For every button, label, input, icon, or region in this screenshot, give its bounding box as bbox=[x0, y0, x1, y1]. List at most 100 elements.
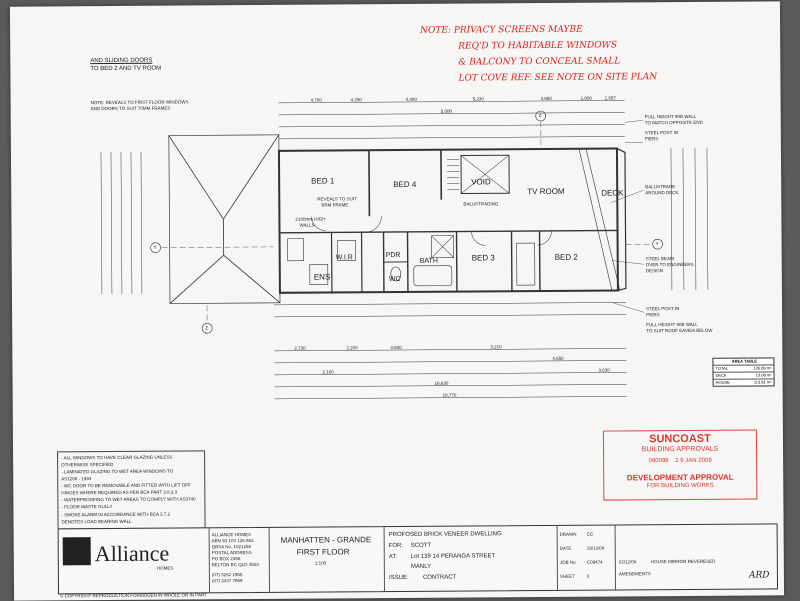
amendments-label: AMENDMENTS bbox=[619, 571, 651, 576]
right-annotation: STEEL POST IN bbox=[645, 130, 678, 135]
at-value: Lot 139 14 PERANGA STREET bbox=[411, 553, 495, 560]
dimension-label: 4,700 bbox=[311, 98, 322, 103]
initials: ARD bbox=[749, 570, 770, 580]
right-annotation: STEEL POST IN bbox=[646, 306, 679, 311]
sheet-scale: 1:100 bbox=[315, 561, 326, 566]
at-value-suburb: MANLY bbox=[411, 564, 431, 570]
approval-stamp: SUNCOAST BUILDING APPROVALS 090099 2 9 J… bbox=[603, 429, 757, 500]
drawing-sheet: NOTE: PRIVACY SCREENS MAYBE REQ'D TO HAB… bbox=[10, 1, 784, 600]
grid-marker-z-top: Z bbox=[539, 113, 542, 118]
grid-marker-y-left: Y bbox=[154, 245, 157, 250]
at-label: AT: bbox=[389, 554, 397, 560]
dimension-label: 2,100 bbox=[322, 369, 333, 374]
walls-label-2: WALLS bbox=[299, 223, 314, 228]
grid-marker-z-bottom: Z bbox=[205, 325, 208, 330]
right-annotation: PIERS bbox=[645, 136, 659, 141]
area-value: 13.08 m² bbox=[756, 372, 774, 377]
dimension-total: 18,770 bbox=[443, 393, 457, 398]
balustrading-label: BALUSTRADING bbox=[463, 201, 498, 206]
note-line: - ALL WINDOWS TO HAVE CLEAR GLAZING UNLE… bbox=[61, 455, 172, 461]
note-line: DENOTES LOAD BEARING WALL bbox=[62, 519, 132, 524]
stamp-number-date: 090099 2 9 JAN 2009 bbox=[604, 457, 756, 464]
meta-value: C09474 bbox=[587, 560, 603, 565]
right-annotation: AROUND DECK bbox=[645, 190, 678, 195]
for-value: SCOTT bbox=[411, 543, 431, 549]
company-line: BELTON BC QLD 4503 bbox=[212, 562, 259, 567]
note-line: - SMOKE ALARM IN ACCORDANCE WITH BCA 3.7… bbox=[61, 512, 170, 518]
logo-text: Alliance bbox=[95, 541, 170, 568]
issue-value: CONTRACT bbox=[423, 575, 456, 581]
revision-note: HOUSE MIRROR REVERESED bbox=[651, 559, 716, 564]
room-wc: WC bbox=[389, 276, 401, 283]
room-deck: DECK bbox=[601, 188, 623, 197]
dimension-label: 4,400 bbox=[406, 97, 417, 102]
stamp-date: 2 9 JAN 2009 bbox=[675, 458, 711, 464]
dimension-label: 3,630 bbox=[598, 368, 609, 373]
dimension-label: 3,600 bbox=[390, 345, 401, 350]
stamp-line-4: FOR BUILDING WORKS bbox=[604, 482, 756, 489]
reveals-label-1: REVEALS TO SUIT bbox=[317, 196, 357, 201]
revision-date: 02/12/08 bbox=[619, 559, 637, 564]
meta-label: SHEET bbox=[560, 574, 575, 579]
sheet-name: FIRST FLOOR bbox=[297, 547, 350, 556]
note-line: OTHERWISE SPECIFIED bbox=[61, 462, 113, 467]
note-line: - FLOOR WASTE GULLY bbox=[61, 504, 112, 509]
grid-marker-y-right: Y bbox=[656, 241, 659, 246]
stamp-number: 090099 bbox=[649, 458, 669, 464]
dimension-label: 5,000 bbox=[441, 109, 452, 114]
note-line: - WATERPROOFING TO WET AREAS TO COMPLY W… bbox=[61, 496, 195, 502]
note-line: AS1288 - 1994 bbox=[61, 476, 91, 481]
area-value: 126.89 m² bbox=[753, 365, 773, 370]
area-label: DECK bbox=[716, 373, 727, 378]
issue-label: ISSUE: bbox=[389, 575, 409, 581]
room-void: VOID bbox=[471, 177, 491, 186]
dimension-label: 2,730 bbox=[294, 346, 305, 351]
proposal-title: PROFOSED BRICK VENEER DWELLING bbox=[389, 531, 502, 538]
room-bed-1: BED 1 bbox=[311, 176, 334, 185]
company-line: PO BOX 2366 bbox=[212, 556, 241, 561]
right-annotation: TO MATCH OPPOSITE END bbox=[645, 120, 703, 125]
right-annotation: TO SUIT ROOF EAVE/A BELOW bbox=[646, 328, 712, 333]
dimension-label: 4,650 bbox=[552, 356, 563, 361]
area-label: TOTAL bbox=[715, 366, 728, 371]
stamp-line-2: BUILDING APPROVALS bbox=[604, 445, 756, 453]
room-bed-2: BED 2 bbox=[555, 253, 578, 262]
right-annotation: FULL HEIGHT 90B WALL bbox=[646, 322, 698, 327]
room-bath: BATH bbox=[420, 258, 438, 265]
phone-line: (07) 3262 1955 bbox=[212, 572, 243, 577]
walls-label-1: 2100mm HIGH bbox=[295, 216, 325, 221]
meta-value: CC bbox=[587, 532, 594, 537]
area-table: AREA TABLE TOTAL 126.89 m² DECK 13.08 m²… bbox=[712, 357, 774, 386]
right-annotation: FULL HEIGHT 90B WALL bbox=[645, 114, 697, 119]
dimension-total: 16,630 bbox=[435, 381, 449, 386]
meta-value: 3 bbox=[587, 574, 590, 579]
area-table-row: HOUSE 113.81 m² bbox=[714, 378, 774, 385]
company-line: POSTAL ADDRESS bbox=[212, 550, 252, 555]
stamp-line-3: DEVELOPMENT APPROVAL bbox=[604, 472, 756, 482]
dimension-label: 1,657 bbox=[605, 95, 616, 100]
project-name: MANHATTEN - GRANDE bbox=[281, 535, 372, 545]
copyright: © COPYRIGHT REPRODUCTION FORBIDDEN IN WH… bbox=[60, 592, 207, 598]
reveals-label-2: BRM FRAME bbox=[321, 202, 348, 207]
dimension-label: 4,650 bbox=[541, 96, 552, 101]
room-ens: ENS bbox=[314, 272, 331, 281]
note-line: HINGES WHERE REQUIRED AS PER BCA PART 3.… bbox=[61, 490, 177, 496]
company-line: ABN 93 103 126 862 bbox=[212, 538, 254, 543]
meta-value: 19/12/08 bbox=[587, 546, 605, 551]
meta-label: DRAWN bbox=[560, 532, 577, 537]
area-label: HOUSE bbox=[716, 380, 730, 385]
company-line: ALLIANCE HOMES bbox=[212, 532, 252, 537]
dimension-label: 4,250 bbox=[351, 97, 362, 102]
general-notes: - ALL WINDOWS TO HAVE CLEAR GLAZING UNLE… bbox=[57, 450, 206, 529]
dimension-label: 1,600 bbox=[581, 96, 592, 101]
alliance-logo-icon bbox=[63, 537, 91, 565]
title-block: Alliance HOMES ALLIANCE HOMES ABN 93 103… bbox=[58, 523, 778, 594]
note-line: - LAMINATED GLAZING TO WET AREA WINDOWS … bbox=[61, 469, 173, 475]
room-pdr: PDR bbox=[386, 252, 401, 259]
meta-label: JOB No bbox=[560, 560, 576, 565]
logo-subtext: HOMES bbox=[157, 566, 174, 571]
meta-label: DATE bbox=[560, 546, 572, 551]
room-bed-4: BED 4 bbox=[393, 180, 416, 189]
right-annotation: PIERS bbox=[646, 312, 660, 317]
room-bed-3: BED 3 bbox=[472, 253, 495, 262]
